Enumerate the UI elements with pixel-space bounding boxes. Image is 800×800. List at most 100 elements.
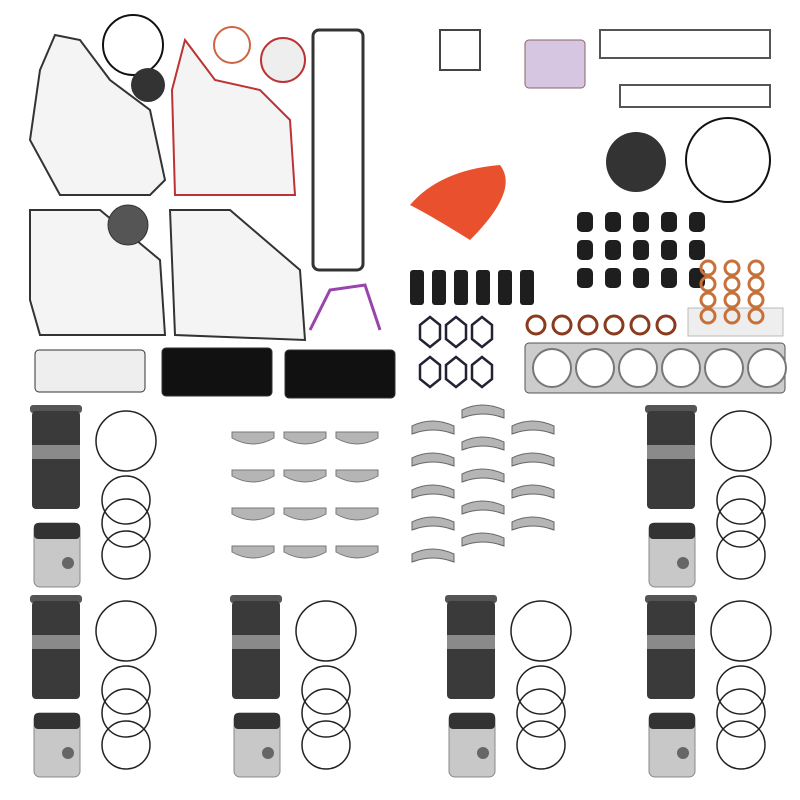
copper-washer [747,291,765,309]
main-bearing [411,420,455,435]
copper-washer [747,275,765,293]
cover-seal [606,132,666,192]
valve-stem-seal [605,268,621,288]
piston-ring [301,720,351,770]
piston-ring [95,410,157,472]
gasket-set [28,14,787,399]
valve-stem-seal [577,212,593,232]
valve-stem-seal [689,240,705,260]
piston-ring [101,530,151,580]
piston-ring [101,475,151,525]
rod-bearing [283,469,327,483]
piston-ring [710,410,772,472]
orange-seal-strip [410,165,506,240]
bearing-set [231,404,555,563]
valve-cover-gasket [599,29,771,59]
piston-ring-grooves [34,713,80,729]
main-bearing [411,548,455,563]
rod-bearing [231,469,275,483]
rod-bearing [283,545,327,559]
cooler-gasket [284,349,396,399]
manifold-gasket-small [444,315,468,349]
main-bearing [411,484,455,499]
o-ring-small [577,314,599,336]
head-gasket-bore [618,348,658,388]
injector-sleeve [520,270,534,305]
piston-ring-grooves [449,713,495,729]
cylinder-kit [30,405,157,588]
piston-pin-bore [677,557,689,569]
piston-pin-bore [62,557,74,569]
piston-ring [301,665,351,715]
rod-bearing [231,507,275,521]
piston-ring [516,720,566,770]
liner-band [447,635,495,649]
main-bearing [511,516,555,531]
head-gasket-bore [661,348,701,388]
oil-pan-gasket-outline [311,28,365,272]
valve-stem-seal [605,240,621,260]
manifold-gasket-small [470,315,494,349]
o-ring [102,14,164,76]
piston-ring [95,600,157,662]
valve-stem-seal [661,268,677,288]
valve-stem-seal [661,212,677,232]
cylinder-kit [645,595,772,778]
injector-sleeve [432,270,446,305]
cylinder-liner [647,411,695,509]
copper-washer [699,275,717,293]
piston-ring [716,475,766,525]
o-ring-small [603,314,625,336]
manifold-gasket-small [444,355,468,389]
rod-bearing [335,545,379,559]
head-gasket-bore [575,348,615,388]
piston-ring [716,530,766,580]
main-bearing [461,500,505,515]
copper-washer [699,259,717,277]
o-ring-small [629,314,651,336]
piston-ring [101,688,151,738]
o-ring-small [525,314,547,336]
manifold-gasket-small [418,355,442,389]
copper-washer [723,291,741,309]
rear-seal-gasket [308,283,382,331]
gear-housing-gasket [170,37,297,196]
rod-bearing [335,469,379,483]
cylinder-kit [230,595,357,778]
main-bearing [461,436,505,451]
injector-sleeve [410,270,424,305]
cooler-gasket [34,349,146,393]
valve-stem-seal [605,212,621,232]
valve-stem-seal [633,212,649,232]
head-gasket-bore [704,348,744,388]
head-gasket-bore [532,348,572,388]
valve-stem-seal [577,240,593,260]
piston-ring [710,600,772,662]
housing-seal [260,37,306,83]
piston-ring [301,688,351,738]
copper-washer [723,307,741,325]
o-ring-small [551,314,573,336]
cylinder-kit [445,595,572,778]
o-ring-small [655,314,677,336]
cover-gasket [168,209,307,342]
piston-pin-bore [677,747,689,759]
injector-sleeve [498,270,512,305]
cylinder-liner [32,601,80,699]
rod-bearing [335,507,379,521]
liner-band [647,445,695,459]
cylinder-liner [647,601,695,699]
main-bearing [411,516,455,531]
manifold-gasket-small [470,355,494,389]
piston-ring-grooves [649,713,695,729]
liner-band [32,445,80,459]
piston-ring [516,688,566,738]
valve-stem-seal [661,240,677,260]
copper-washer [747,307,765,325]
rod-bearing [335,431,379,445]
piston-ring [716,688,766,738]
main-bearing [461,468,505,483]
liner-band [647,635,695,649]
valve-stem-seal [633,240,649,260]
piston-pin-bore [62,747,74,759]
